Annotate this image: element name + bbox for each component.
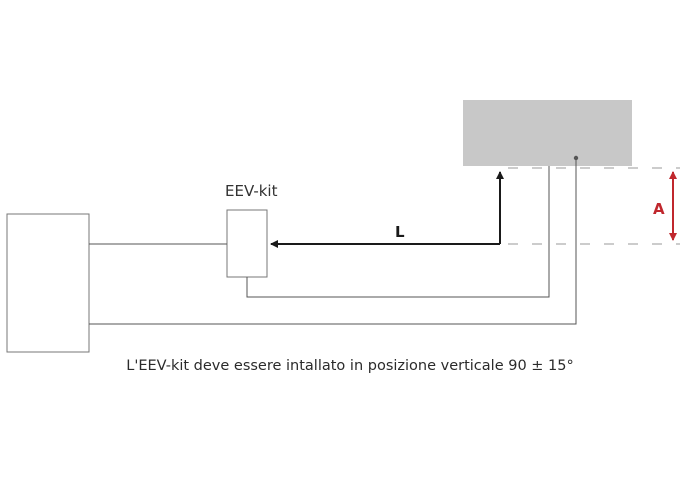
pipe-outdoor-to-indoor xyxy=(89,158,577,325)
eev-kit-box xyxy=(226,209,268,278)
eev-kit-label: EEV-kit xyxy=(225,182,278,200)
indoor-unit xyxy=(463,100,632,166)
pipe-kit-to-indoor xyxy=(246,166,550,298)
installation-caption: L'EEV-kit deve essere intallato in posiz… xyxy=(126,358,574,374)
height-label: A xyxy=(653,200,665,218)
connection-point xyxy=(573,155,579,161)
outdoor-unit xyxy=(6,213,90,353)
length-label: L xyxy=(395,223,405,241)
